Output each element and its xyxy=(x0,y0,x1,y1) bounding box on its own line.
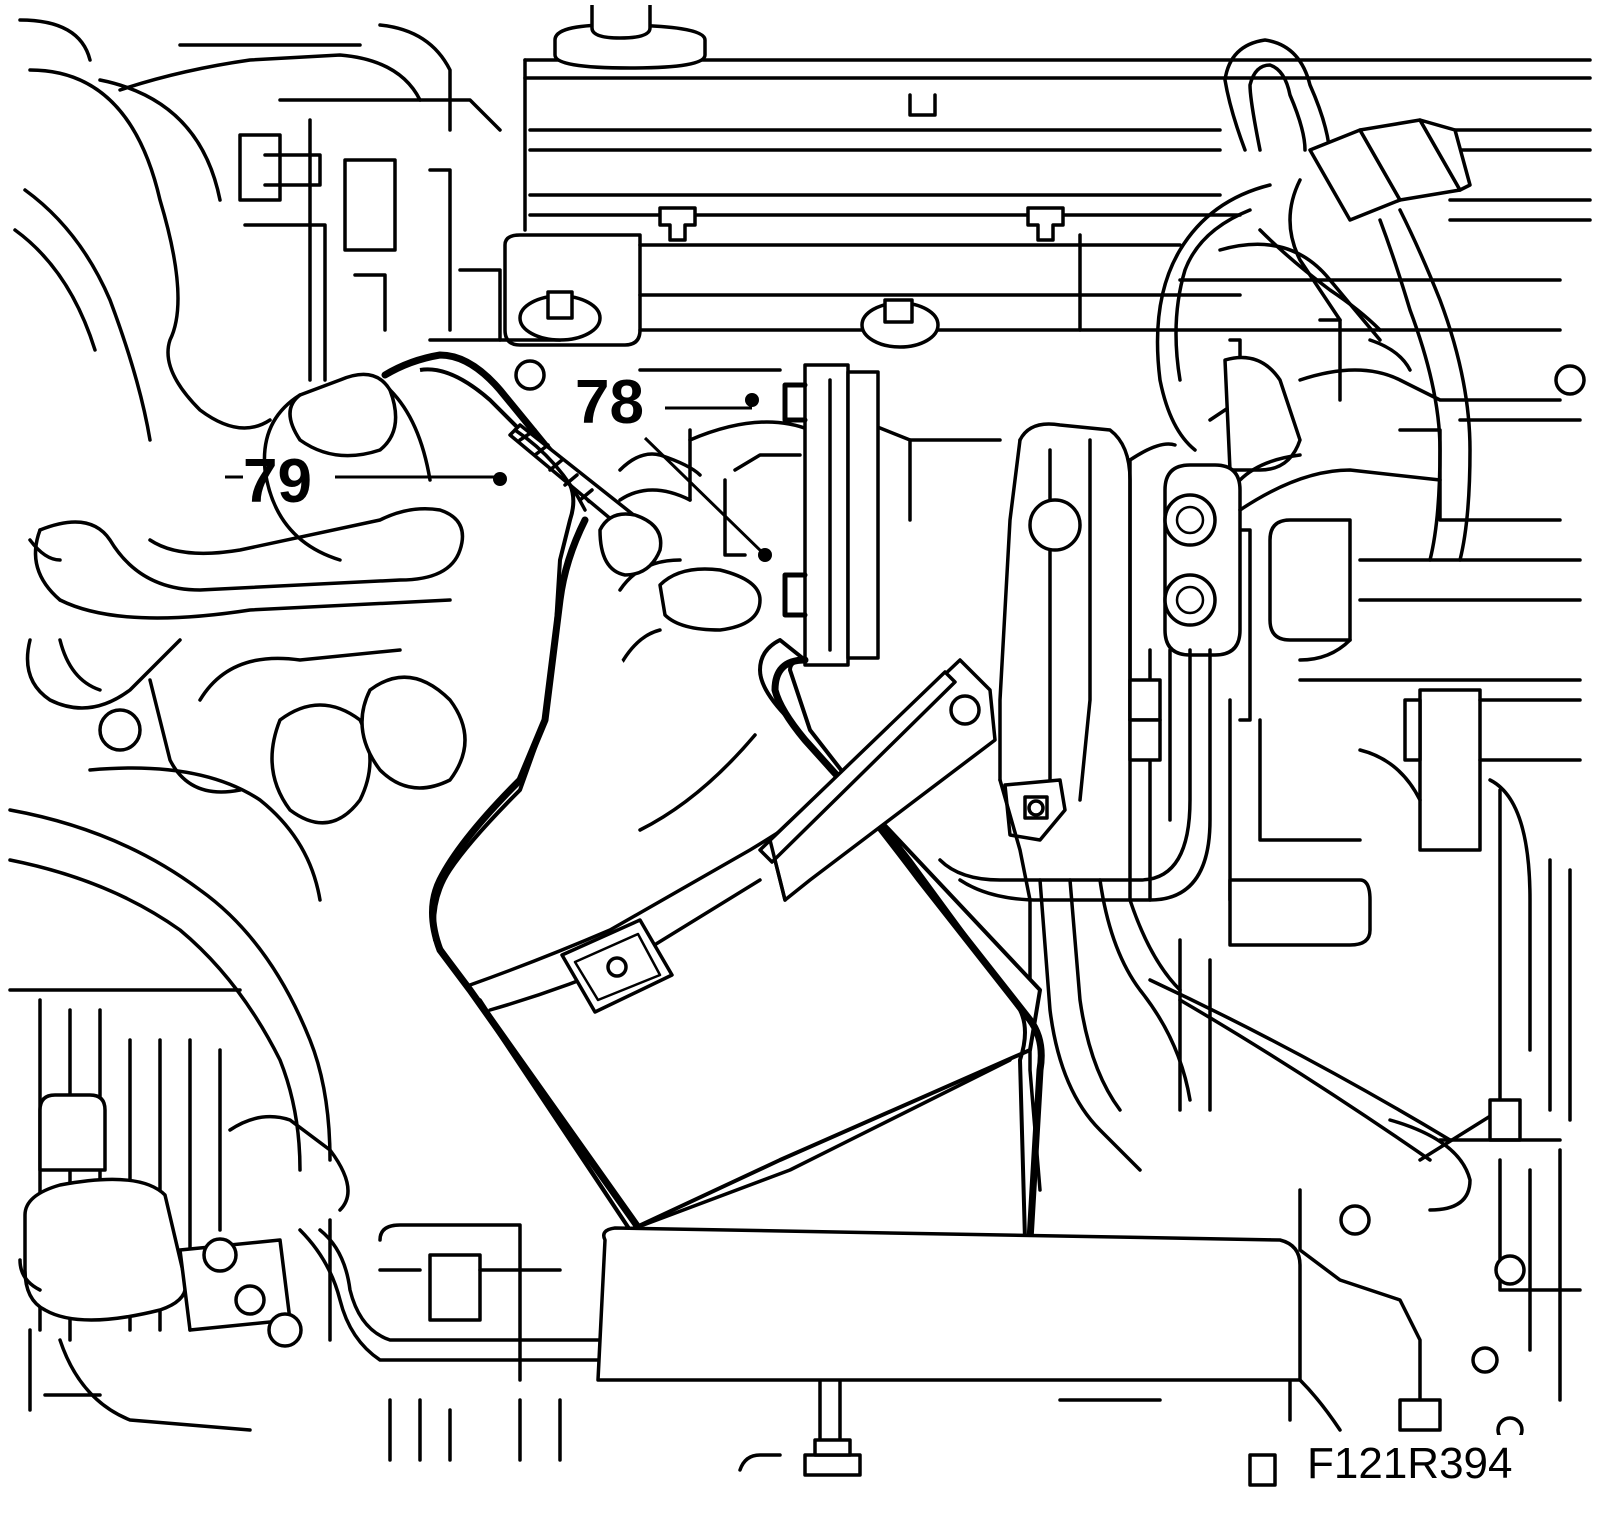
callout-79-label: 79 xyxy=(243,447,312,516)
sensor-bracket xyxy=(998,778,1067,1192)
callout-78-point-upper xyxy=(745,393,759,407)
oil-filler-cap xyxy=(553,5,707,70)
callout-78-leader-lower xyxy=(643,436,767,557)
duct-bracket xyxy=(758,658,997,902)
callout-78: 78 xyxy=(575,368,808,618)
reference-code: F121R394 xyxy=(1307,1439,1512,1488)
upper-left-hoses xyxy=(13,18,502,442)
duct-hose-clamp xyxy=(508,423,663,577)
cover-bolts xyxy=(658,206,1065,242)
callout-79-point xyxy=(493,472,507,486)
egr-pipes xyxy=(938,458,1212,1172)
callout-79: 79 xyxy=(225,447,507,516)
mounting-flange xyxy=(803,363,880,667)
mount-bolts xyxy=(514,290,940,391)
callout-78-point-lower xyxy=(758,548,772,562)
right-hose-loop xyxy=(1155,38,1472,562)
bottom-cover-plate xyxy=(328,1218,1342,1487)
callout-78-clip-upper xyxy=(782,382,808,423)
lower-left-hose-assembly xyxy=(25,638,467,902)
callout-78-clip-lower xyxy=(782,572,808,618)
coolant-hose-left xyxy=(28,372,465,620)
egr-valve-housing xyxy=(998,422,1442,822)
intake-rail xyxy=(428,233,1562,372)
callout-78-label: 78 xyxy=(575,368,644,437)
reference-code-background xyxy=(1300,1435,1570,1493)
fan-shroud-arc xyxy=(8,808,332,1172)
air-intake-duct xyxy=(381,351,1045,1244)
right-side-components xyxy=(1208,242,1586,1122)
vacuum-pump-bottom-left xyxy=(18,1177,303,1432)
